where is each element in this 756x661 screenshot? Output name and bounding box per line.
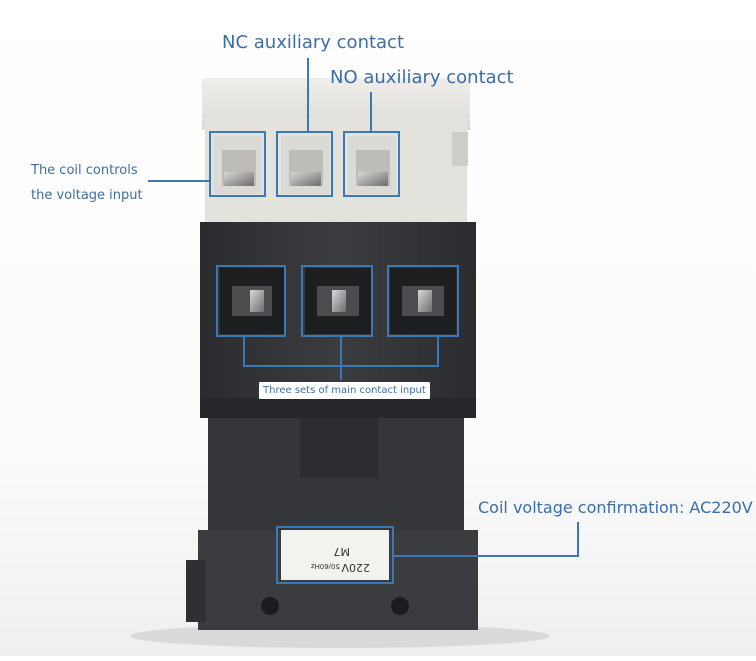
nameplate: 220V 50/60Hz M7 [281, 530, 389, 580]
no-auxiliary-contact-label: NO auxiliary contact [330, 67, 514, 88]
aux-terminal-3 [348, 136, 396, 194]
coil-voltage-label: Coil voltage confirmation: AC220V [478, 498, 753, 517]
callout-lines [148, 58, 579, 584]
main-contacts-label: Three sets of main contact input [259, 382, 430, 399]
aux-terminal-1 [214, 136, 262, 194]
nameplate-line1: 220V [341, 561, 370, 574]
nameplate-line2: M7 [334, 545, 351, 558]
mounting-hole-right [391, 597, 409, 615]
mounting-hole-left [261, 597, 279, 615]
nc-auxiliary-contact-label: NC auxiliary contact [222, 32, 405, 53]
coil-controls-label-line2: the voltage input [31, 188, 143, 203]
nameplate-line1b: 50/60Hz [311, 562, 340, 570]
aux-terminal-2 [281, 136, 329, 194]
main-terminal-2 [305, 268, 371, 334]
auxiliary-block [202, 78, 470, 230]
coil-controls-label-line1: The coil controls [31, 163, 138, 178]
main-terminal-3 [390, 268, 456, 334]
main-terminal-1 [220, 268, 284, 334]
